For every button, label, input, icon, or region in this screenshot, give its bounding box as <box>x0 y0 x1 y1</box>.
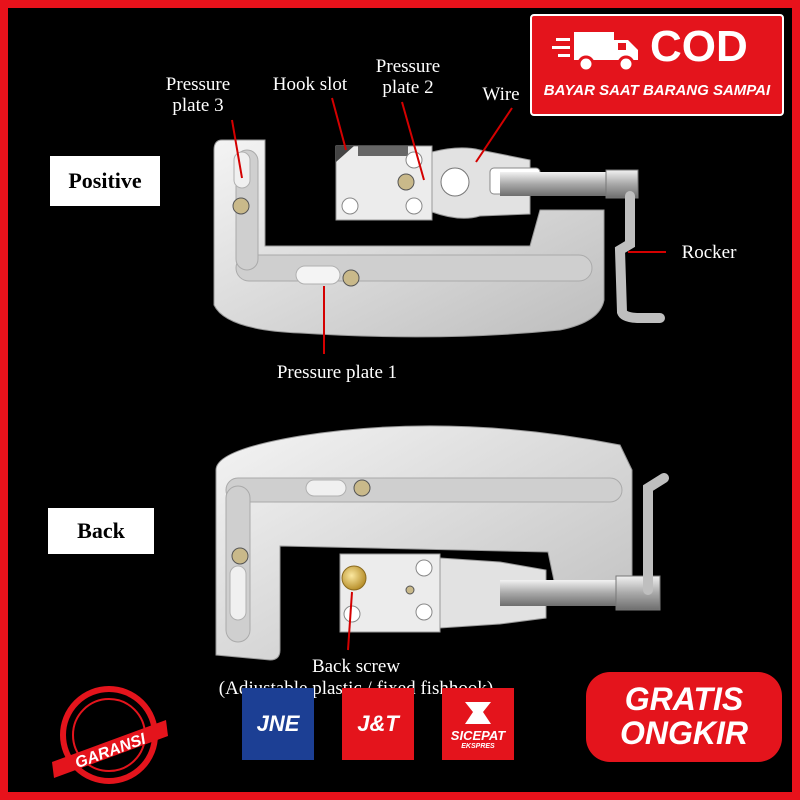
tag-back: Back <box>48 508 154 554</box>
gratis-ongkir-badge: GRATIS ONGKIR <box>586 672 782 762</box>
garansi-seal-icon: GARANSI <box>52 686 168 784</box>
sicepat-ekspres: EKSPRES <box>461 743 495 750</box>
jne-logo: JNE <box>242 688 314 760</box>
positive-clamp-head <box>335 145 639 221</box>
label-back-screw: Back screw <box>311 656 401 677</box>
garansi-text: GARANSI <box>73 731 149 772</box>
back-screw-knob <box>341 565 367 591</box>
label-rocker: Rocker <box>681 242 737 263</box>
positive-tool-body <box>213 139 605 338</box>
positive-rocker-handle <box>614 191 665 323</box>
sicepat-mark-icon <box>465 702 491 724</box>
sicepat-name: SICEPAT <box>450 728 506 743</box>
pressure-plate-2-screw <box>397 173 415 191</box>
product-image-panel <box>8 8 792 792</box>
back-rocker-handle <box>643 473 669 595</box>
back-clamp-head <box>339 553 661 633</box>
back-tool-body <box>215 425 633 661</box>
label-pressure-plate-1: Pressure plate 1 <box>276 362 398 383</box>
tag-positive: Positive <box>50 156 160 206</box>
pressure-plate-1-screw <box>342 269 360 287</box>
gratis-line-2: ONGKIR <box>620 715 748 751</box>
cod-subtitle: BAYAR SAAT BARANG SAMPAI <box>543 82 771 99</box>
gratis-line-1: GRATIS <box>624 681 744 717</box>
jnt-logo: J&T <box>342 688 414 760</box>
pressure-plate-3-screw <box>232 197 250 215</box>
callout-lines <box>231 97 666 651</box>
cod-badge: COD BAYAR SAAT BARANG SAMPAI <box>530 14 784 116</box>
delivery-truck-icon <box>552 32 638 73</box>
label-hook-slot: Hook slot <box>272 74 348 95</box>
cod-title: COD <box>650 22 748 71</box>
label-wire: Wire <box>482 84 520 105</box>
sicepat-logo: SICEPAT EKSPRES <box>442 688 514 760</box>
